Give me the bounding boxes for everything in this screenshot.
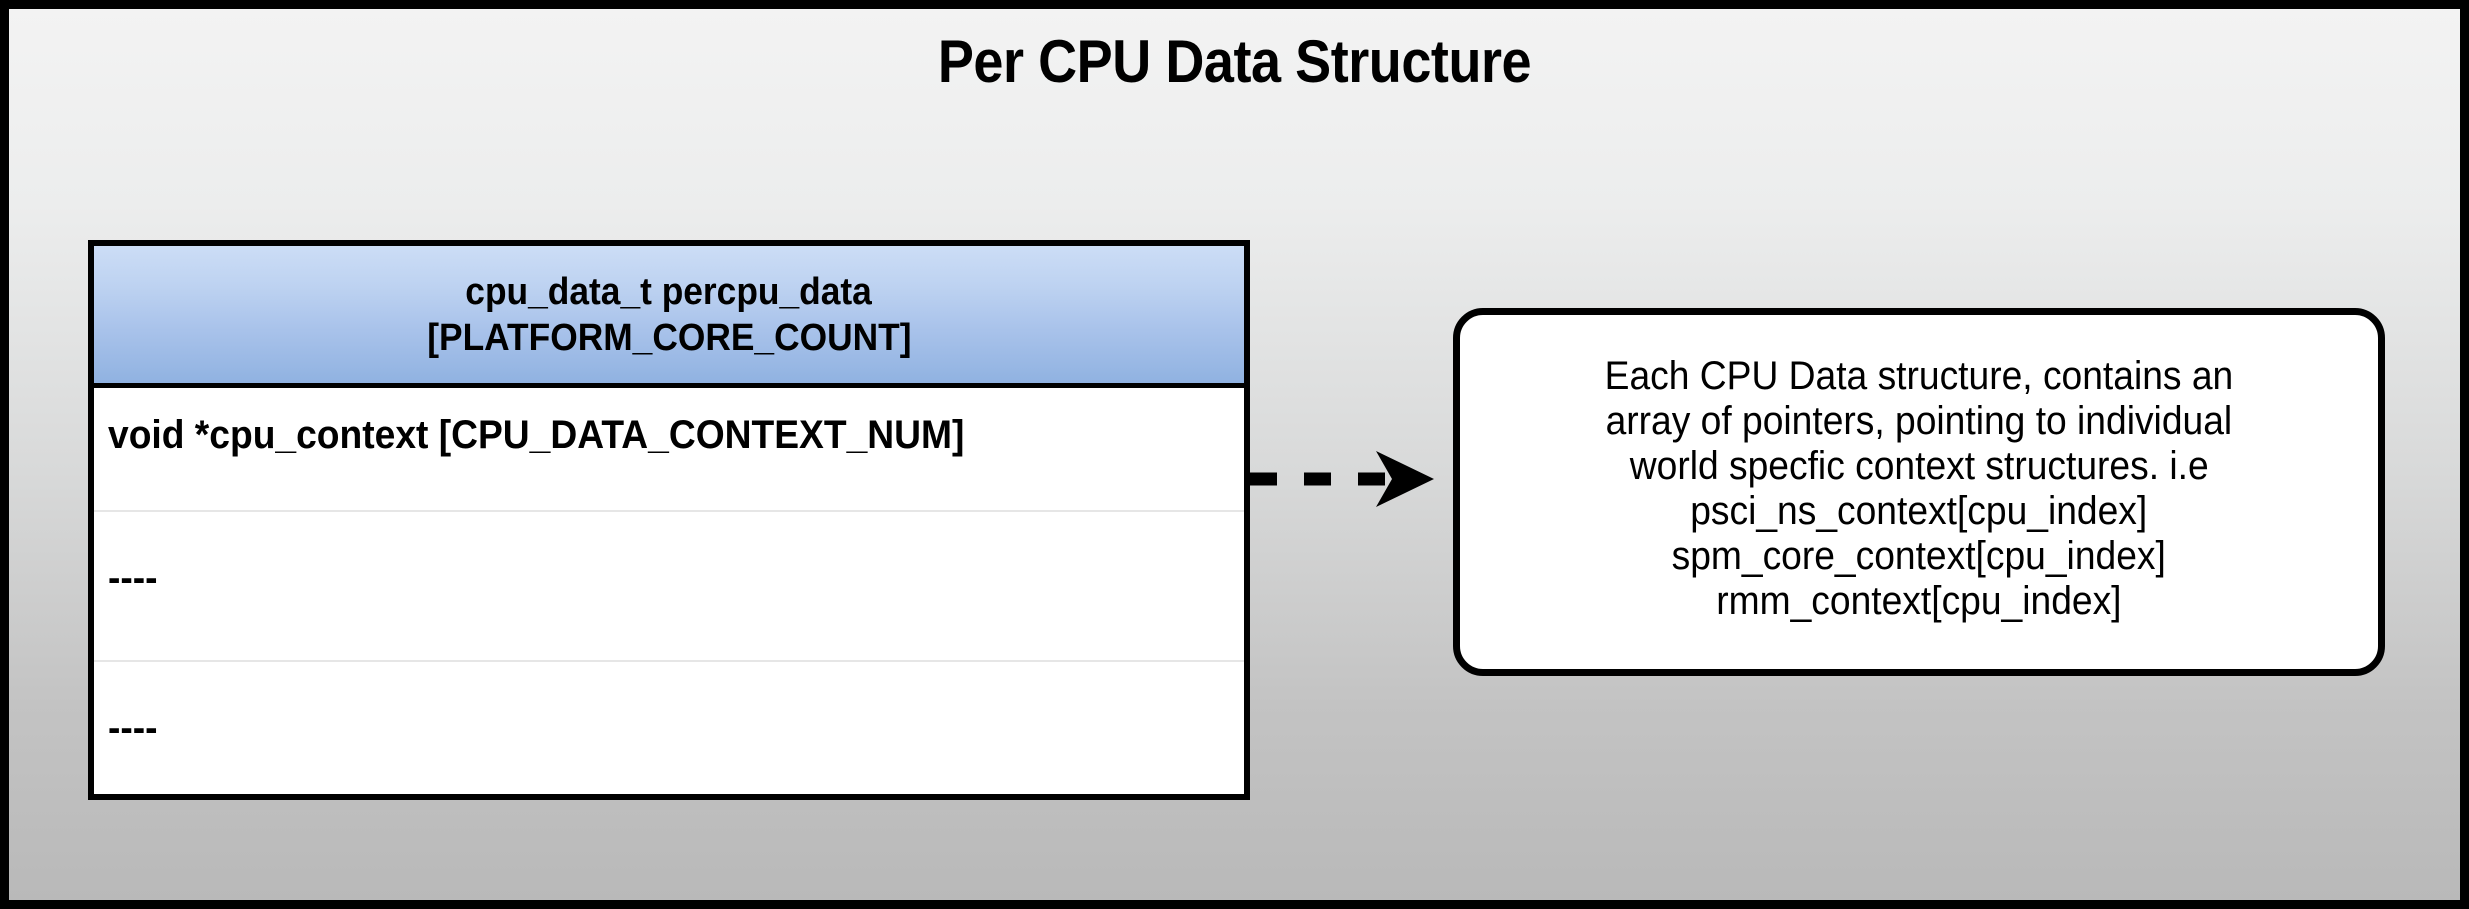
struct-field-placeholder-1: ---- <box>108 556 158 600</box>
struct-header: cpu_data_t percpu_data [PLATFORM_CORE_CO… <box>94 246 1244 388</box>
callout-line-3: world specfic context structures. i.e <box>1629 444 2209 488</box>
callout-line-5: spm_core_context[cpu_index] <box>1671 534 2167 578</box>
table-row: ---- <box>94 512 1244 662</box>
page-title: Per CPU Data Structure <box>937 28 1532 95</box>
percpu-data-struct-box: cpu_data_t percpu_data [PLATFORM_CORE_CO… <box>88 240 1250 800</box>
struct-field-cpu-context: void *cpu_context [CPU_DATA_CONTEXT_NUM] <box>108 413 965 457</box>
table-row: ---- <box>94 662 1244 788</box>
table-row: void *cpu_context [CPU_DATA_CONTEXT_NUM] <box>94 388 1244 512</box>
struct-field-placeholder-2: ---- <box>108 706 158 750</box>
struct-header-line-2: [PLATFORM_CORE_COUNT] <box>426 316 912 359</box>
callout-note: Each CPU Data structure, contains an arr… <box>1453 308 2385 676</box>
dashed-arrow-icon <box>1250 451 1434 507</box>
callout-line-2: array of pointers, pointing to individua… <box>1605 399 2233 443</box>
callout-line-4: psci_ns_context[cpu_index] <box>1690 489 2148 533</box>
struct-header-line-1: cpu_data_t percpu_data <box>465 270 873 313</box>
callout-line-1: Each CPU Data structure, contains an <box>1604 354 2234 398</box>
callout-line-6: rmm_context[cpu_index] <box>1716 579 2122 623</box>
